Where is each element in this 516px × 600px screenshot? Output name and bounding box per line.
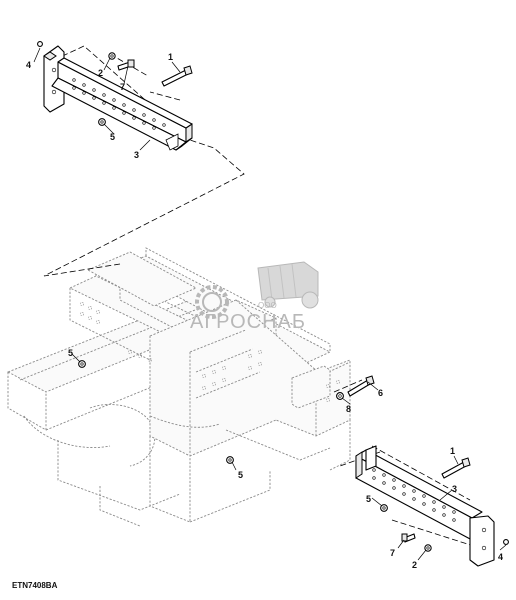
nut-part-5-left (78, 360, 86, 368)
nut-part-5-bottom (380, 504, 388, 512)
watermark-company-name: АГРОСНАБ (190, 311, 306, 333)
callout-7-top: 7 (120, 82, 125, 92)
gear-logo-icon (195, 285, 229, 319)
callout-5-left: 5 (68, 348, 73, 358)
bolt-part-6 (347, 375, 375, 397)
nut-part-5-mid (226, 456, 234, 464)
watermark-prefix: ООО (258, 301, 277, 310)
vehicle-frame (6, 247, 351, 527)
callout-8: 8 (346, 404, 351, 414)
lower-bracket (355, 445, 495, 567)
nut-part-2-bottom (424, 544, 432, 552)
figure-id: ETN7408BA (12, 581, 58, 590)
bolt-part-1-bottom (441, 457, 471, 479)
callout-7-bottom: 7 (390, 548, 395, 558)
washer-part-8 (336, 392, 344, 400)
callout-5-mid: 5 (238, 470, 243, 480)
callout-3-top: 3 (134, 150, 139, 160)
callout-5-bottom: 5 (366, 494, 371, 504)
leader-lines (33, 47, 507, 561)
callout-1-bottom: 1 (450, 446, 455, 456)
washer-part-4-bottom (503, 539, 509, 545)
callouts: 1 2 7 4 5 3 5 5 6 8 1 3 5 7 2 4 (26, 52, 503, 570)
watermark: ООО АГРОСНАБ (190, 261, 319, 333)
callout-2-top: 2 (98, 68, 103, 78)
nut-part-5-top (98, 118, 106, 126)
callout-3-bottom: 3 (452, 484, 457, 494)
callout-1-top: 1 (168, 52, 173, 62)
callout-4-bottom: 4 (498, 552, 503, 562)
callout-2-bottom: 2 (412, 560, 417, 570)
bolt-part-1-top (161, 65, 193, 87)
callout-5-top: 5 (110, 132, 115, 142)
tractor-logo-icon (257, 261, 319, 309)
callout-6: 6 (378, 388, 383, 398)
callout-4-top: 4 (26, 60, 31, 70)
nut-part-2-top (108, 52, 116, 60)
washer-part-4-top (37, 41, 43, 47)
screw-part-7-top (117, 59, 135, 71)
upper-bracket (43, 45, 193, 151)
screw-part-7-bottom (401, 533, 416, 543)
